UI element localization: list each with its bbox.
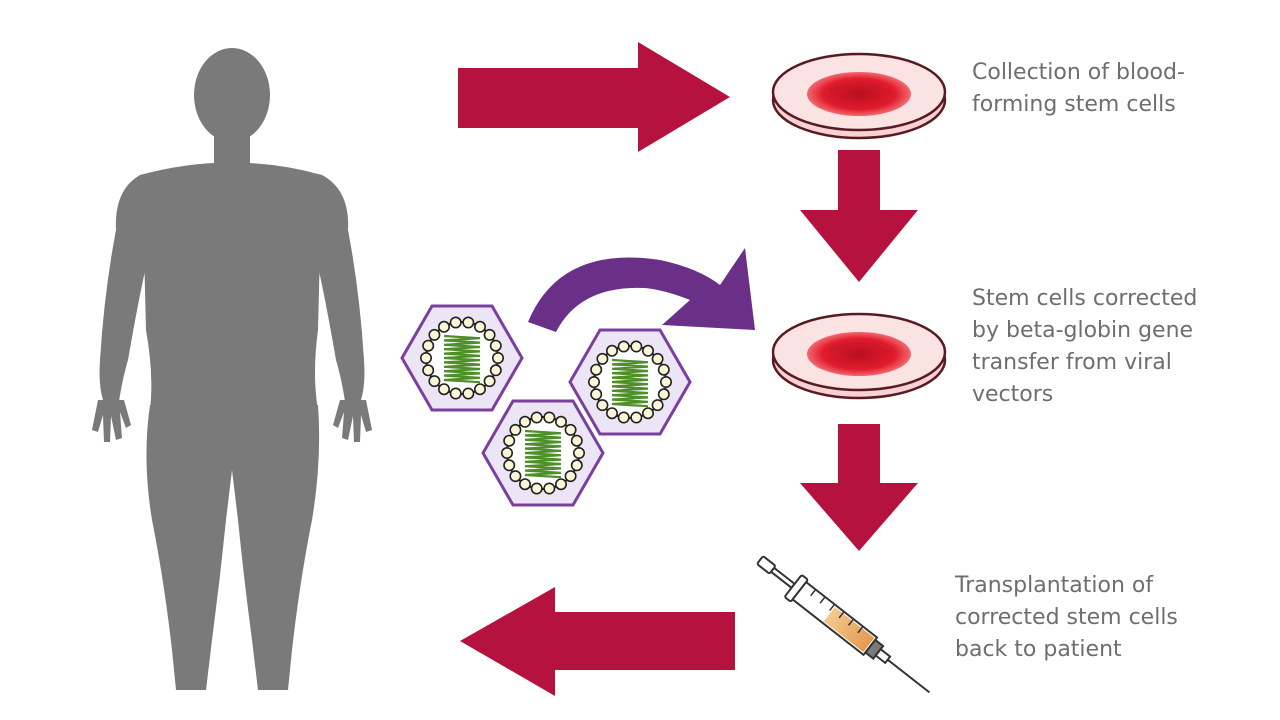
viral-vector-icon — [568, 328, 692, 436]
petri-dish-icon-1 — [771, 52, 947, 140]
step-3-label: Transplantation of corrected stem cells … — [955, 573, 1178, 662]
down-arrow-1 — [800, 150, 918, 282]
curved-arrow — [528, 248, 755, 332]
viral-vector-icon — [481, 399, 605, 507]
step-2-label: Stem cells corrected by beta-globin gene… — [972, 286, 1198, 407]
down-arrow-2 — [800, 424, 918, 551]
viral-vector-icon — [400, 304, 524, 412]
step-1-label: Collection of blood- forming stem cells — [972, 60, 1185, 117]
viral-vectors — [400, 304, 692, 507]
patient-silhouette-icon — [92, 48, 372, 690]
collection-arrow — [458, 42, 730, 152]
return-arrow — [460, 587, 735, 696]
petri-dish-icon-2 — [771, 312, 947, 400]
syringe-icon — [756, 555, 931, 694]
